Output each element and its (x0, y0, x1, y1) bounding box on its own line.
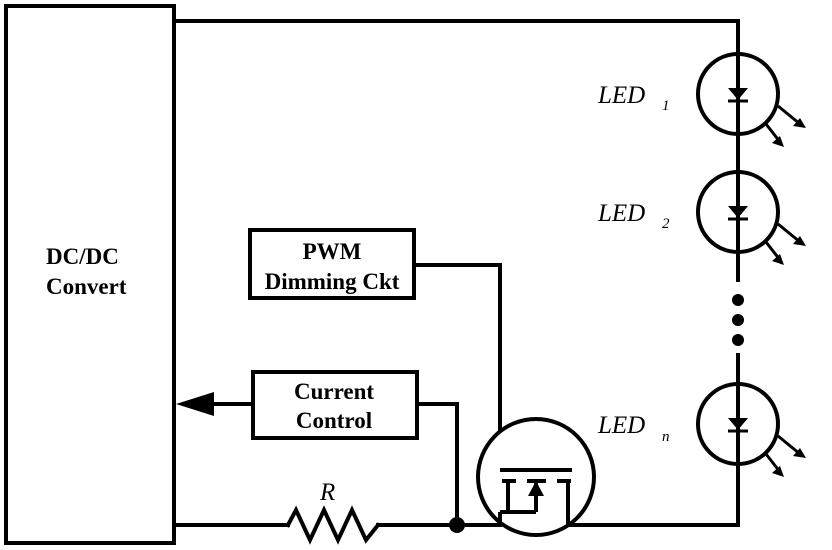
pwm-gate-wire (412, 263, 502, 472)
led-1-label: LED (597, 82, 645, 109)
mosfet-icon (476, 417, 596, 537)
led-2: LED 2 (597, 170, 808, 267)
led-icon (696, 52, 808, 149)
converter-label-line1: DC/DC (46, 244, 119, 269)
converter-label-line2: Convert (46, 274, 127, 299)
pwm-label-line2: Dimming Ckt (265, 269, 400, 294)
dcdc-converter-block: DC/DC Convert (4, 4, 176, 545)
led-1: LED 1 (597, 52, 808, 149)
junction-node (449, 517, 465, 533)
led-icon (696, 170, 808, 267)
current-control-label-line1: Current (294, 379, 374, 404)
resistor-label: R (319, 479, 335, 506)
top-wire (172, 19, 740, 57)
led-icon (696, 382, 808, 479)
sense-wire (415, 402, 459, 525)
ellipsis-icon (732, 294, 744, 346)
resistor-icon (285, 505, 381, 545)
led-2-subscript: 2 (662, 216, 670, 232)
pwm-dimming-block: PWM Dimming Ckt (248, 228, 416, 300)
led-return-wire (566, 461, 740, 527)
led-n-subscript: n (662, 429, 670, 445)
current-control-label-line2: Control (296, 408, 372, 433)
led-1-subscript: 1 (662, 98, 670, 114)
pwm-label-line1: PWM (303, 239, 362, 264)
current-control-block: Current Control (251, 370, 419, 440)
led-n-label: LED (597, 412, 645, 439)
led-2-label: LED (597, 200, 645, 227)
led-n: LED n (597, 382, 808, 479)
arrow-left-icon (176, 392, 214, 416)
